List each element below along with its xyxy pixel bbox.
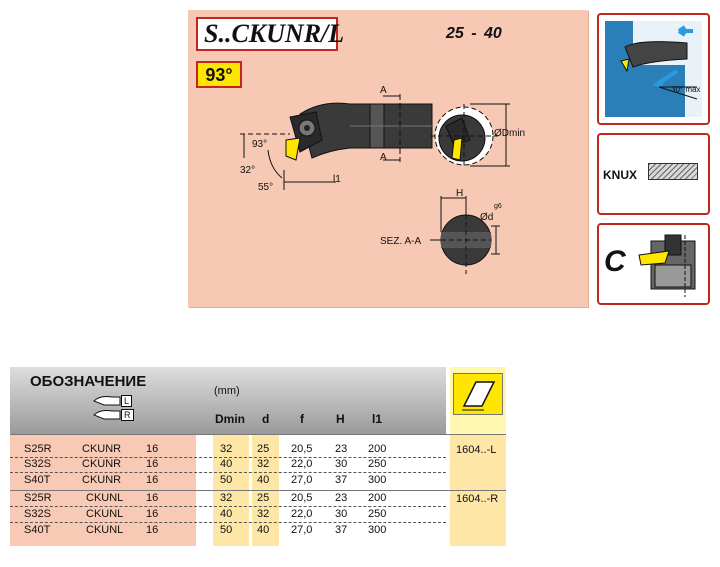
- approach-angle-badge: 93°: [196, 61, 242, 88]
- row-type: CKUNR: [82, 458, 122, 470]
- row-size: 16: [146, 508, 159, 520]
- row-code: S40T: [24, 474, 51, 486]
- row-dmin: 40: [220, 458, 233, 470]
- length-l1-label: l1: [333, 174, 341, 185]
- height-h-label: H: [456, 188, 464, 199]
- table-row: S32S CKUNL 16 40 32 22,0 30 250: [10, 507, 446, 523]
- row-f: 20,5: [291, 443, 313, 455]
- table-row: S32S CKUNR 16 40 32 22,0 30 250: [10, 457, 446, 473]
- boring-bar-drawing: [240, 94, 510, 274]
- row-l1: 250: [368, 508, 387, 520]
- boring-bar-side-view: [240, 94, 433, 190]
- row-f: 20,5: [291, 492, 313, 504]
- row-size: 16: [146, 524, 159, 536]
- row-h: 37: [335, 524, 348, 536]
- section-mark-a-top: A: [380, 85, 387, 96]
- row-f: 22,0: [291, 458, 313, 470]
- table-row: S25R CKUNR 16 32 25 20,5 23 200: [10, 442, 446, 458]
- row-size: 16: [146, 443, 159, 455]
- dmin-label: ØDmin: [494, 128, 526, 139]
- designation-heading: ОБОЗНАЧЕНИЕ: [30, 373, 147, 390]
- row-dmin: 32: [220, 443, 233, 455]
- hand-left-label: L: [121, 395, 133, 407]
- col-h: H: [336, 412, 345, 426]
- table-row: S40T CKUNR 16 50 40 27,0 37 300: [10, 473, 446, 488]
- row-d: 32: [257, 458, 270, 470]
- clamp-c-icon: [638, 234, 696, 297]
- row-dmin: 32: [220, 492, 233, 504]
- row-h: 37: [335, 474, 348, 486]
- row-dmin: 40: [220, 508, 233, 520]
- bore-range: 25 - 40: [446, 25, 502, 42]
- clamp-c-label: C: [604, 245, 626, 278]
- row-h: 30: [335, 508, 348, 520]
- insert-code-left: 1604..-L: [456, 444, 497, 456]
- row-size: 16: [146, 492, 159, 504]
- row-type: CKUNR: [82, 443, 122, 455]
- row-code: S25R: [24, 492, 52, 504]
- col-l1: l1: [372, 412, 383, 426]
- knux-label: KNUX: [603, 168, 638, 182]
- row-d: 25: [257, 443, 270, 455]
- row-l1: 250: [368, 458, 387, 470]
- unit-label: (mm): [214, 385, 240, 397]
- table-header-bar: [10, 367, 446, 434]
- clamping-system-card: [597, 223, 710, 305]
- row-type: CKUNL: [86, 524, 124, 536]
- row-dmin: 50: [220, 474, 233, 486]
- row-d: 40: [257, 524, 270, 536]
- col-dmin: Dmin: [215, 412, 245, 426]
- angle-93-label: 93°: [252, 139, 268, 150]
- clearance-angle-card: 30° max: [597, 13, 710, 125]
- insert-code-right: 1604..-R: [456, 493, 499, 505]
- knux-hatch-icon: [648, 163, 698, 180]
- row-code: S40T: [24, 524, 51, 536]
- row-f: 22,0: [291, 508, 313, 520]
- col-f: f: [300, 412, 304, 426]
- row-f: 27,0: [291, 474, 313, 486]
- row-d: 40: [257, 474, 270, 486]
- row-d: 32: [257, 508, 270, 520]
- group-separator: [10, 490, 506, 491]
- table-row: S25R CKUNL 16 32 25 20,5 23 200: [10, 491, 446, 507]
- clearance-angle-label: 30° max: [671, 85, 701, 94]
- row-l1: 200: [368, 492, 387, 504]
- row-size: 16: [146, 474, 159, 486]
- series-title: S..CKUNR/L: [196, 17, 344, 51]
- boring-bar-end-view: [430, 103, 510, 168]
- section-mark-a-bottom: A: [380, 152, 387, 163]
- bore-clearance-icon: [605, 21, 702, 117]
- col-d: d: [262, 412, 270, 426]
- row-code: S32S: [24, 508, 51, 520]
- row-type: CKUNR: [82, 474, 122, 486]
- section-a-a-view: [430, 196, 500, 274]
- row-h: 30: [335, 458, 348, 470]
- row-l1: 200: [368, 443, 387, 455]
- row-code: S25R: [24, 443, 52, 455]
- row-size: 16: [146, 458, 159, 470]
- angle-55-label: 55°: [258, 182, 274, 193]
- tool-drawing-panel: [188, 10, 588, 307]
- row-h: 23: [335, 492, 348, 504]
- hand-orientation-icon: [93, 396, 121, 420]
- row-code: S32S: [24, 458, 51, 470]
- row-type: CKUNL: [86, 508, 124, 520]
- table-top-rule: [10, 434, 506, 435]
- table-row: S40T CKUNL 16 50 40 27,0 37 300: [10, 523, 446, 538]
- row-type: CKUNL: [86, 492, 124, 504]
- row-dmin: 50: [220, 524, 233, 536]
- section-title-label: SEZ. A-A: [380, 236, 422, 247]
- row-d: 25: [257, 492, 270, 504]
- row-l1: 300: [368, 524, 387, 536]
- hand-right-label: R: [121, 409, 134, 421]
- row-l1: 300: [368, 474, 387, 486]
- row-h: 23: [335, 443, 348, 455]
- row-f: 27,0: [291, 524, 313, 536]
- diameter-d-label: Ød: [480, 212, 494, 223]
- angle-32-label: 32°: [240, 165, 256, 176]
- insert-shape-icon: [453, 373, 503, 415]
- tolerance-g6-label: g6: [494, 203, 502, 210]
